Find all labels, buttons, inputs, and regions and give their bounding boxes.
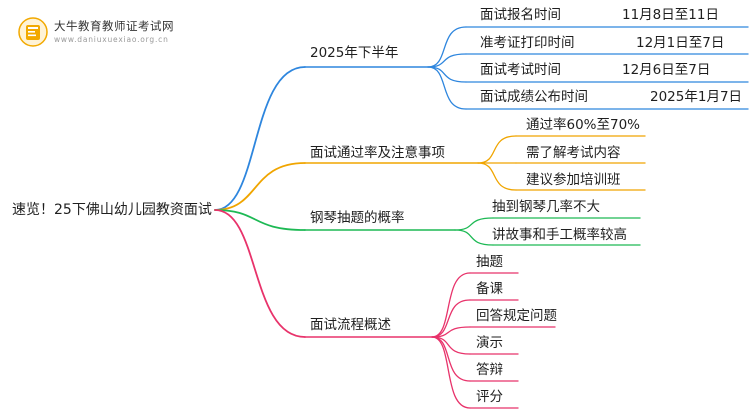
process-step: 演示	[476, 335, 503, 351]
process-step: 答辩	[476, 362, 503, 378]
piano-item: 抽到钢琴几率不大	[492, 199, 600, 215]
root-to-branch-connector	[214, 209, 306, 338]
schedule-item-label: 面试成绩公布时间	[480, 89, 588, 105]
branch-to-leaf-connector	[454, 217, 494, 231]
branch-label-piano: 钢琴抽题的概率	[310, 210, 405, 226]
site-name: 大牛教育教师证考试网	[54, 19, 174, 33]
process-step: 备课	[476, 281, 503, 297]
branch-to-leaf-connector	[477, 135, 517, 164]
branch-to-leaf-connector	[427, 66, 467, 110]
branch-to-leaf-connector	[431, 299, 471, 338]
pass-rate-item: 通过率60%至70%	[526, 117, 641, 133]
pass-rate-item: 需了解考试内容	[526, 145, 621, 161]
root-to-branch-connector	[214, 66, 306, 211]
book-logo-icon	[18, 17, 48, 47]
branch-to-leaf-connector	[431, 336, 471, 382]
process-step: 回答规定问题	[476, 308, 557, 324]
process-step: 抽题	[476, 254, 503, 270]
branch-to-leaf-connector	[454, 229, 494, 246]
branch-label-schedule: 2025年下半年	[310, 45, 399, 61]
branch-to-leaf-connector	[431, 326, 471, 338]
branch-label-pass-rate: 面试通过率及注意事项	[310, 145, 445, 161]
schedule-item-value: 11月8日至11日	[622, 7, 719, 23]
schedule-item-label: 面试报名时间	[480, 7, 561, 23]
branch-label-process: 面试流程概述	[310, 317, 391, 333]
branch-to-leaf-connector	[427, 53, 467, 68]
root-to-branch-connector	[214, 209, 306, 231]
site-logo: 大牛教育教师证考试网 www.daniuxuexiao.org.cn	[18, 17, 538, 51]
root-to-branch-connector	[214, 162, 306, 211]
pass-rate-item: 建议参加培训班	[526, 172, 621, 188]
piano-item: 讲故事和手工概率较高	[492, 227, 627, 243]
mindmap-root: 速览！25下佛山幼儿园教资面试	[12, 202, 212, 218]
process-step: 评分	[476, 389, 503, 405]
schedule-item-value: 12月6日至7日	[622, 62, 711, 78]
schedule-item-value: 12月1日至7日	[636, 35, 725, 51]
branch-to-leaf-connector	[431, 272, 471, 338]
schedule-item-label: 面试考试时间	[480, 62, 561, 78]
site-url: www.daniuxuexiao.org.cn	[54, 35, 169, 44]
branch-to-leaf-connector	[427, 66, 467, 83]
branch-to-leaf-connector	[477, 162, 517, 191]
schedule-item-label: 准考证打印时间	[480, 35, 575, 51]
branch-to-leaf-connector	[431, 336, 471, 409]
schedule-item-value: 2025年1月7日	[650, 89, 743, 105]
branch-to-leaf-connector	[427, 26, 467, 68]
